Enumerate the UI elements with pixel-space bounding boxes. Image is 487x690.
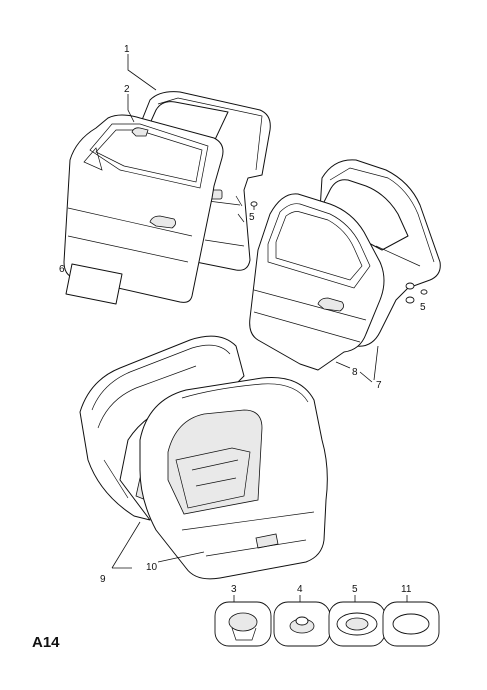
small-part-label-11: 11 (401, 584, 412, 595)
front-plug-icon (250, 201, 258, 207)
leader-lines (111, 54, 379, 569)
rear-door-panel (249, 193, 385, 371)
small-part-label-3: 3 (231, 584, 237, 595)
rear-plug-icon (420, 289, 428, 295)
sealing-sheet (65, 263, 123, 305)
tailgate-panel (139, 376, 328, 580)
callout-10: 10 (146, 562, 158, 573)
front-door-panel (63, 114, 245, 303)
callout-2: 2 (124, 84, 130, 95)
callouts: 1 2 5 6 5 8 7 9 10 (59, 44, 426, 585)
small-part-label-5: 5 (352, 584, 358, 595)
callout-8: 8 (352, 367, 358, 378)
callout-7: 7 (376, 380, 382, 391)
figure-code: A14 (32, 634, 60, 651)
small-parts-panel: 3 4 5 11 (214, 584, 440, 647)
callout-9: 9 (100, 574, 106, 585)
callout-5-rear: 5 (420, 302, 426, 313)
callout-6: 6 (59, 264, 65, 275)
callout-5-front: 5 (249, 212, 255, 223)
callout-1: 1 (124, 44, 130, 55)
small-part-label-4: 4 (297, 584, 303, 595)
